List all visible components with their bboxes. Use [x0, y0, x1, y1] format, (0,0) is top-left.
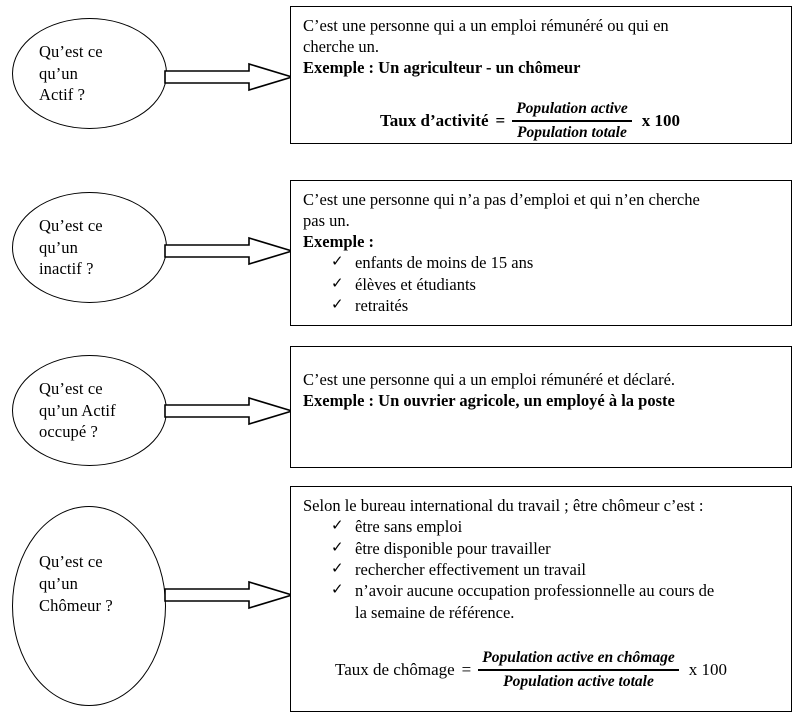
list-item-label: être disponible pour travailler [355, 538, 551, 558]
formula-multiplier: x 100 [688, 660, 727, 680]
definition-example: Exemple : Un ouvrier agricole, un employ… [303, 391, 675, 411]
formula-numerator: Population active en chômage [478, 649, 679, 671]
check-icon: ✓ [331, 252, 344, 271]
question-text-actif-occupe: Qu’est ce qu’un Actif occupé ? [39, 378, 116, 442]
list-item: ✓ être disponible pour travailler [303, 538, 781, 559]
list-item-label: rechercher effectivement un travail [355, 559, 587, 579]
formula-fraction: Population active en chômage Population … [478, 649, 679, 691]
list-item-label: être sans emploi [355, 517, 463, 537]
arrow-icon-inactif [164, 236, 295, 266]
definition-box-actif: C’est une personne qui a un emploi rémun… [290, 6, 792, 144]
question-ellipse-chomeur[interactable]: Qu’est ce qu’un Chômeur ? [12, 506, 166, 706]
arrow-icon-actif [164, 62, 295, 92]
list-item-label: élèves et étudiants [355, 274, 476, 294]
list-item: ✓ élèves et étudiants [303, 274, 781, 295]
formula-denominator: Population totale [517, 123, 627, 141]
check-icon: ✓ [331, 558, 344, 577]
definition-line: Selon le bureau international du travail… [303, 496, 704, 515]
arrow-icon-chomeur [164, 580, 295, 610]
arrow-icon-actif-occupe [164, 396, 295, 426]
definition-line: C’est une personne qui a un emploi rémun… [303, 16, 669, 35]
check-icon: ✓ [331, 537, 344, 556]
list-item: ✓ retraités [303, 295, 781, 316]
question-text-chomeur: Qu’est ce qu’un Chômeur ? [39, 552, 113, 615]
formula-denominator: Population active totale [503, 672, 654, 690]
question-ellipse-actif-occupe[interactable]: Qu’est ce qu’un Actif occupé ? [12, 355, 167, 466]
formula-taux-chomage: Taux de chômage = Population active en c… [303, 649, 781, 691]
check-icon: ✓ [331, 295, 344, 314]
definition-line: pas un. [303, 211, 350, 231]
formula-equals: = [461, 660, 472, 680]
formula-multiplier: x 100 [641, 111, 680, 131]
formula-label: Taux de chômage [335, 660, 455, 680]
example-list-inactif: ✓ enfants de moins de 15 ans ✓ élèves et… [303, 252, 781, 316]
formula-numerator: Population active [512, 100, 632, 122]
criteria-list-chomeur: ✓ être sans emploi ✓ être disponible pou… [303, 516, 781, 623]
question-ellipse-actif[interactable]: Qu’est ce qu’un Actif ? [12, 18, 167, 129]
definition-example: Exemple : Un agriculteur - un chômeur [303, 58, 581, 78]
list-item-label: n’avoir aucune occupation professionnell… [355, 581, 715, 601]
list-item: ✓ n’avoir aucune occupation professionne… [303, 580, 781, 623]
check-icon: ✓ [331, 580, 344, 599]
formula-taux-activite: Taux d’activité = Population active Popu… [303, 100, 781, 142]
definition-box-chomeur: Selon le bureau international du travail… [290, 486, 792, 712]
list-item-label: enfants de moins de 15 ans [355, 253, 534, 273]
definition-box-inactif: C’est une personne qui n’a pas d’emploi … [290, 180, 792, 326]
definition-box-actif-occupe: C’est une personne qui a un emploi rémun… [290, 346, 792, 468]
question-text-actif: Qu’est ce qu’un Actif ? [39, 41, 103, 105]
list-item: ✓ enfants de moins de 15 ans [303, 252, 781, 273]
list-item-label-continuation: la semaine de référence. [355, 602, 515, 622]
check-icon: ✓ [331, 516, 344, 535]
definition-line: C’est une personne qui a un emploi rémun… [303, 370, 676, 389]
formula-equals: = [495, 111, 506, 131]
definition-line: C’est une personne qui n’a pas d’emploi … [303, 190, 700, 209]
definition-line: cherche un. [303, 37, 380, 57]
list-item: ✓ rechercher effectivement un travail [303, 559, 781, 580]
definition-example: Exemple : [303, 232, 375, 252]
formula-fraction: Population active Population totale [512, 100, 632, 142]
check-icon: ✓ [331, 273, 344, 292]
formula-label: Taux d’activité [380, 111, 489, 131]
list-item-label: retraités [355, 296, 409, 316]
question-text-inactif: Qu’est ce qu’un inactif ? [39, 215, 103, 279]
question-ellipse-inactif[interactable]: Qu’est ce qu’un inactif ? [12, 192, 167, 303]
list-item: ✓ être sans emploi [303, 516, 781, 537]
